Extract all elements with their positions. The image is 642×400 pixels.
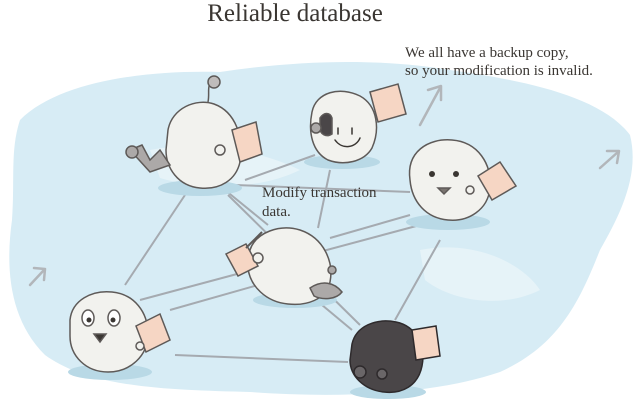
link-right-bottomright <box>394 239 441 321</box>
arrows <box>28 84 621 287</box>
face-icon <box>429 171 459 196</box>
face-icon <box>334 127 361 148</box>
paper-icon <box>224 243 260 277</box>
backup-note: We all have a backup copy, so your modif… <box>405 45 593 79</box>
link-topleft-bottomleft <box>124 194 186 286</box>
link-center-bottomleft <box>169 284 259 311</box>
link-bottomleft-bottomright <box>174 354 349 363</box>
face-icon <box>81 309 121 344</box>
character-bottom-right <box>349 320 441 394</box>
character-right <box>408 139 518 221</box>
paper-icon <box>476 160 518 202</box>
modify-note: Modify transaction data. <box>262 185 377 220</box>
link-topleft-topcenter <box>244 154 316 181</box>
link-topleft-right <box>234 184 411 193</box>
character-top-center <box>309 83 407 164</box>
link-topleft-center <box>224 189 269 226</box>
arrow-to-topright-corner <box>598 149 621 170</box>
page-title: Reliable database <box>207 0 383 27</box>
link-right-center <box>329 214 411 239</box>
pen-icon <box>245 231 263 249</box>
arrow-to-backup-note <box>418 84 443 127</box>
character-top-left <box>125 75 263 189</box>
link-topcenter-center <box>317 169 331 229</box>
arrow-to-topleft-corner <box>28 266 47 287</box>
paper-icon <box>411 325 441 361</box>
character-center <box>224 227 343 306</box>
paper-icon <box>369 83 407 123</box>
paper-icon <box>231 121 263 163</box>
character-bottom-left <box>69 291 171 373</box>
